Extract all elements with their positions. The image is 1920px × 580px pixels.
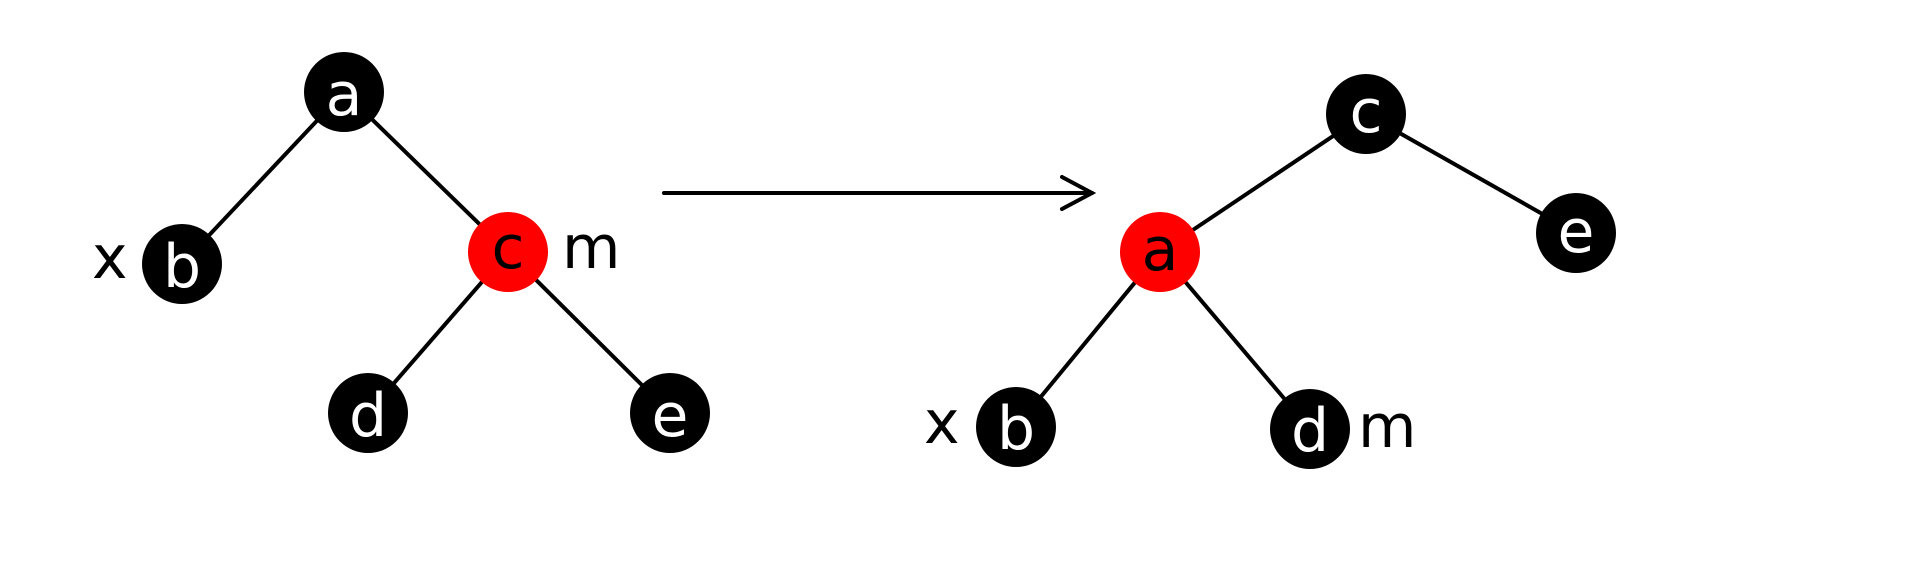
- node-before-d: d: [328, 373, 408, 453]
- marker-before-m: m: [562, 213, 620, 283]
- node-before-b: b: [142, 224, 222, 304]
- node-circle: [1120, 212, 1200, 292]
- node-label: c: [1350, 77, 1383, 147]
- node-label: d: [1291, 396, 1329, 466]
- node-circle: [328, 373, 408, 453]
- right-arrow-icon: [662, 175, 1097, 211]
- edge-after-c-e: [1365, 112, 1577, 235]
- node-label: d: [349, 381, 387, 451]
- node-after-d: d: [1270, 389, 1350, 469]
- node-label: e: [1558, 197, 1595, 267]
- node-label: e: [652, 381, 689, 451]
- marker-after-m: m: [1358, 392, 1416, 462]
- node-circle: [142, 224, 222, 304]
- tree-after: c a e b d x m: [924, 74, 1616, 469]
- node-after-e: e: [1536, 193, 1616, 273]
- node-before-a: a: [304, 52, 384, 132]
- node-circle: [1270, 389, 1350, 469]
- node-label: b: [997, 394, 1035, 464]
- node-before-e: e: [630, 373, 710, 453]
- node-circle: [1326, 74, 1406, 154]
- node-circle: [468, 212, 548, 292]
- node-label: b: [163, 232, 201, 302]
- node-circle: [630, 373, 710, 453]
- node-before-c: c: [468, 212, 548, 292]
- node-label: a: [326, 60, 363, 130]
- edge-after-c-a: [1158, 112, 1368, 254]
- marker-after-x: x: [924, 388, 960, 458]
- node-label: c: [492, 213, 525, 283]
- node-label: a: [1142, 215, 1179, 285]
- node-after-b: b: [976, 387, 1056, 467]
- node-circle: [1536, 193, 1616, 273]
- node-after-a: a: [1120, 212, 1200, 292]
- node-after-c: c: [1326, 74, 1406, 154]
- node-circle: [976, 387, 1056, 467]
- tree-before: a b c d e x m: [92, 52, 710, 453]
- marker-before-x: x: [92, 223, 128, 293]
- node-circle: [304, 52, 384, 132]
